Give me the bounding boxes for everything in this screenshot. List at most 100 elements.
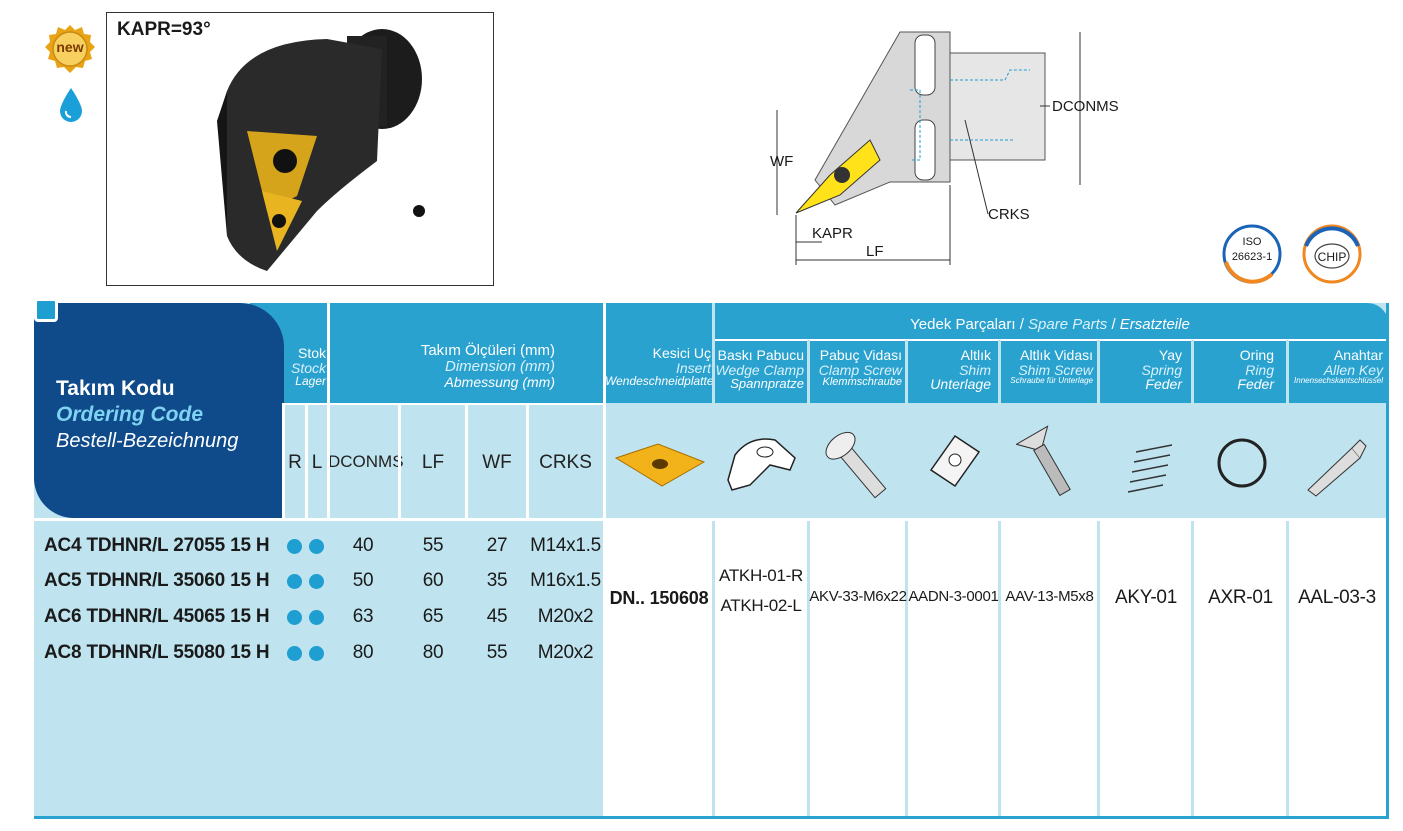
row-4-code: AC8 TDHNR/L 55080 15 H	[44, 642, 270, 663]
table-right-border	[1386, 303, 1389, 819]
spare-parts-de: Ersatzteile	[1119, 316, 1190, 333]
spring-value: AKY-01	[1115, 587, 1177, 608]
iso-badge-line1: ISO	[1242, 236, 1262, 248]
allen-key-icon	[1307, 439, 1367, 497]
shim-screw-value: AAV-13-M5x8	[1005, 588, 1094, 605]
chip-badge-label: CHIP	[1317, 250, 1347, 264]
row-4-dconms: 80	[352, 642, 374, 663]
row-2-stock-r-dot	[287, 574, 302, 589]
row-3-wf: 45	[486, 606, 508, 627]
shim-value: AADN-3-0001	[908, 588, 999, 605]
spare-parts-tr: Yedek Parçaları	[910, 316, 1016, 333]
crks-label: CRKS	[988, 206, 1030, 223]
shim-screw-icon	[1016, 425, 1071, 497]
row-2-crks: M16x1.5	[530, 570, 601, 591]
ring-value: AXR-01	[1208, 587, 1273, 608]
row-2-dconms: 50	[352, 570, 374, 591]
clamp-screw-value: AKV-33-M6x22	[809, 588, 907, 605]
row-4-crks: M20x2	[537, 642, 594, 663]
row-3-code: AC6 TDHNR/L 45065 15 H	[44, 606, 270, 627]
code-header-de: Bestell-Bezeichnung	[56, 430, 239, 452]
kapr-angle-title: KAPR=93°	[117, 19, 211, 40]
row-1-crks: M14x1.5	[530, 535, 601, 556]
spare-parts-divider	[715, 339, 1386, 341]
code-header: Takım Kodu Ordering Code Bestell-Bezeich…	[34, 303, 284, 518]
row-1-lf: 55	[422, 535, 444, 556]
dims-header-en: Dimension (mm)	[444, 357, 555, 375]
col-crks: CRKS	[539, 452, 592, 473]
wedge-clamp-r-value: ATKH-01-R	[719, 566, 803, 585]
row-1-dconms: 40	[352, 535, 374, 556]
row-4-stock-l-dot	[309, 646, 324, 661]
col-wf: WF	[482, 452, 512, 473]
insert-header-en: Insert	[675, 359, 711, 376]
col-l: L	[311, 452, 323, 473]
row-2-stock-l-dot	[309, 574, 324, 589]
table-header-bg	[250, 303, 1389, 403]
insert-header-de: Wendeschneidplatte	[605, 374, 714, 389]
row-2-code: AC5 TDHNR/L 35060 15 H	[44, 570, 270, 591]
row-1-stock-l-dot	[309, 539, 324, 554]
tool-holder-photo	[217, 29, 425, 271]
product-photo-box: KAPR=93°	[106, 12, 494, 286]
stock-header-de: Lager	[295, 374, 326, 389]
insert-data-bg	[605, 520, 1386, 816]
shim-icon	[929, 434, 981, 488]
wedge-clamp-icon	[727, 438, 796, 491]
dconms-label: DCONMS	[1052, 98, 1119, 115]
row-1-wf: 27	[486, 535, 508, 556]
row-3-stock-l-dot	[309, 610, 324, 625]
row-1-stock-r-dot	[287, 539, 302, 554]
new-label: new	[56, 39, 84, 55]
iso-badge: ISO 26623-1	[1220, 222, 1284, 286]
row-2-wf: 35	[486, 570, 508, 591]
corner-checkbox-icon	[34, 298, 58, 322]
iso-badge-line2: 26623-1	[1231, 251, 1273, 263]
row-3-crks: M20x2	[537, 606, 594, 627]
wf-label: WF	[770, 153, 794, 170]
stock-header-tr: Stok	[297, 345, 326, 361]
col-dconms: DCONMS	[328, 452, 404, 471]
dims-header-tr: Takım Ölçüleri (mm)	[420, 342, 555, 359]
code-header-tr: Takım Kodu	[56, 377, 175, 400]
insert-image	[614, 443, 706, 487]
spare-parts-title: Yedek Parçaları / Spare Parts / Ersatzte…	[910, 316, 1190, 333]
spring-icon	[1127, 444, 1173, 493]
kapr-label: KAPR	[812, 225, 853, 242]
dims-header: Takım Ölçüleri (mm) Dimension (mm) Abmes…	[330, 343, 555, 389]
new-badge: new	[44, 24, 96, 76]
allen-key-value: AAL-03-3	[1298, 587, 1376, 608]
row-4-lf: 80	[422, 642, 444, 663]
row-1-code: AC4 TDHNR/L 27055 15 H	[44, 535, 270, 556]
technical-diagram	[776, 31, 1081, 265]
col-r: R	[288, 452, 302, 473]
ring-icon	[1217, 438, 1267, 488]
row-2-lf: 60	[422, 570, 444, 591]
stock-header: Stok Stock Lager	[284, 346, 326, 388]
clamp-screw-icon	[825, 431, 887, 499]
row-3-stock-r-dot	[287, 610, 302, 625]
wedge-clamp-l-value: ATKH-02-L	[720, 596, 802, 615]
row-3-dconms: 63	[352, 606, 374, 627]
coolant-drop-icon	[58, 86, 84, 129]
code-header-en: Ordering Code	[56, 403, 204, 426]
dims-header-de: Abmessung (mm)	[444, 373, 555, 390]
col-lf: LF	[421, 452, 445, 473]
chip-badge: CHIP	[1300, 222, 1364, 286]
lf-label: LF	[866, 243, 884, 260]
row-4-wf: 55	[486, 642, 508, 663]
insert-header: Kesici Uç Insert Wendeschneidplatte	[605, 345, 714, 389]
row-3-lf: 65	[422, 606, 444, 627]
table-bottom-line	[34, 816, 1389, 819]
spare-parts-en: Spare Parts	[1028, 316, 1108, 333]
insert-header-tr: Kesici Uç	[652, 345, 711, 361]
stock-header-en: Stock	[290, 359, 326, 376]
insert-value: DN.. 150608	[609, 588, 709, 608]
